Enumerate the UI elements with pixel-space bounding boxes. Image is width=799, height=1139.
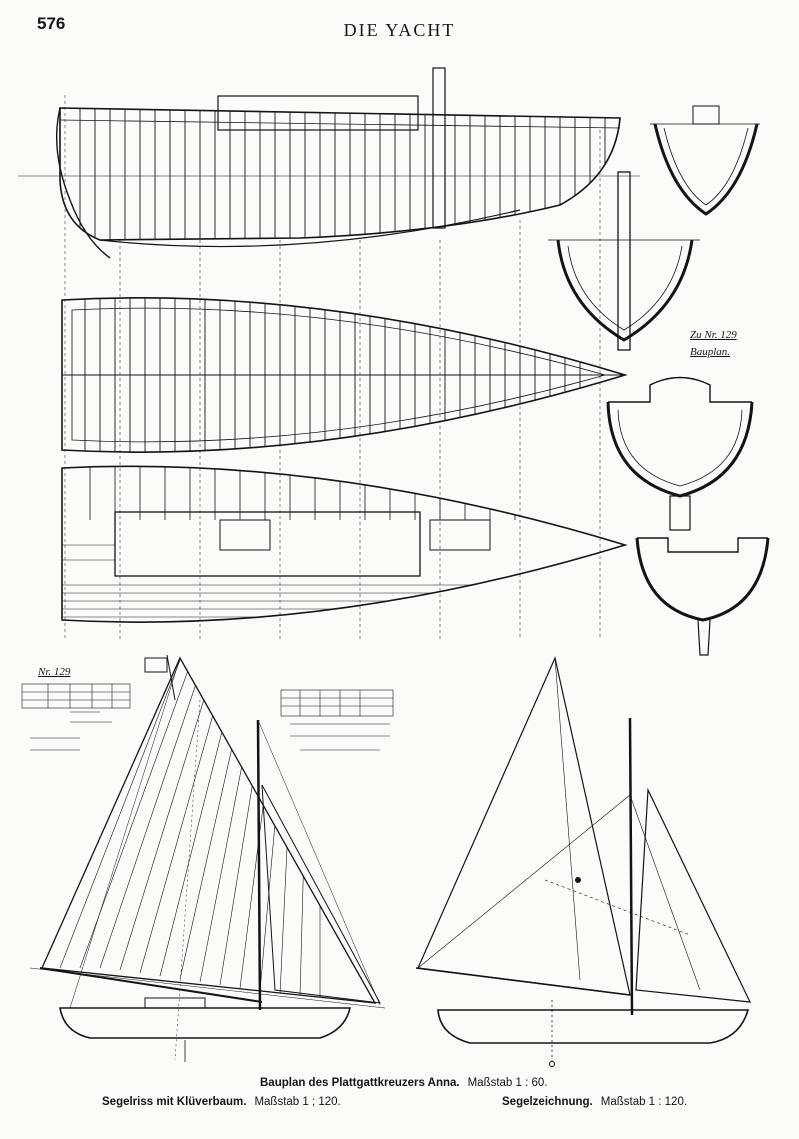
diagonal-1 — [417, 794, 631, 969]
section-1 — [650, 105, 760, 216]
pennant-flag — [144, 657, 168, 673]
sail-area-table — [21, 683, 131, 751]
reference-line-left — [174, 699, 201, 1061]
mainsail — [41, 656, 377, 1004]
reference-note-left: Nr. 129 — [38, 666, 71, 678]
bauplan-caption: Bauplan des Plattgattkreuzers Anna. Maßst… — [260, 1077, 548, 1089]
forestay-left — [257, 719, 381, 1006]
bauplan-scale: Maßstab 1 : 60. — [467, 1077, 548, 1089]
mast-right — [628, 717, 634, 1016]
bauplan-note: Bauplan. — [690, 346, 731, 358]
segelriss-scale: Maßstab 1 ; 120. — [254, 1096, 341, 1108]
center-of-lateral-resistance — [549, 1061, 555, 1067]
segelzeichnung-scale: Maßstab 1 : 120. — [600, 1096, 688, 1108]
interior-outline — [61, 465, 628, 623]
hull-outline — [59, 107, 621, 241]
stay-1 — [69, 657, 181, 1009]
interior-plan-drawing — [61, 465, 628, 623]
interior-fittings — [62, 466, 625, 618]
berth — [429, 519, 491, 551]
center-of-effort-point — [575, 877, 581, 883]
page-number: 576 — [37, 14, 66, 33]
diagonal-3 — [629, 794, 701, 991]
segelzeichnung-caption: Segelzeichnung. Maßstab 1 : 120. — [502, 1096, 687, 1108]
sail-plan-right — [415, 656, 752, 1067]
hull-right — [437, 1009, 750, 1044]
running-title: DIE YACHT — [343, 20, 456, 40]
reference-note-right: Zu Nr. 129 — [690, 329, 737, 341]
gaff-left — [166, 654, 176, 701]
frames-profile — [79, 108, 606, 240]
bauplan-title: Bauplan des Plattgattkreuzers Anna. — [260, 1077, 460, 1089]
settee — [219, 519, 271, 551]
segelzeichnung-title: Segelzeichnung. — [502, 1096, 593, 1108]
segelriss-caption: Segelriss mit Klüverbaum. Maßstab 1 ; 120… — [102, 1096, 341, 1108]
section-3 — [606, 376, 754, 531]
diagonal-2 — [554, 657, 581, 981]
keel-line — [99, 209, 521, 248]
segelriss-title: Segelriss mit Klüverbaum. — [102, 1096, 247, 1108]
jib-left — [261, 784, 381, 1004]
cabin-trunk — [217, 95, 419, 131]
boom-left — [39, 967, 263, 1003]
stem — [56, 107, 111, 259]
cabin-left — [144, 997, 206, 1009]
section-4 — [635, 537, 770, 656]
section-views — [548, 105, 770, 656]
hull-profile-drawing — [18, 67, 640, 259]
mast-step — [432, 67, 446, 229]
center-of-effort-line — [544, 879, 691, 936]
sail-plan-left — [29, 654, 386, 1062]
mainsail-right — [417, 656, 631, 996]
section-2 — [548, 171, 700, 351]
cabin-sole — [114, 511, 421, 577]
center-of-effort-table — [280, 689, 394, 751]
deck-plan-drawing — [61, 297, 628, 453]
jib-right — [635, 787, 752, 1003]
sheer-strake — [59, 119, 621, 129]
mast-left — [256, 719, 262, 1011]
hull-left — [59, 1007, 352, 1039]
